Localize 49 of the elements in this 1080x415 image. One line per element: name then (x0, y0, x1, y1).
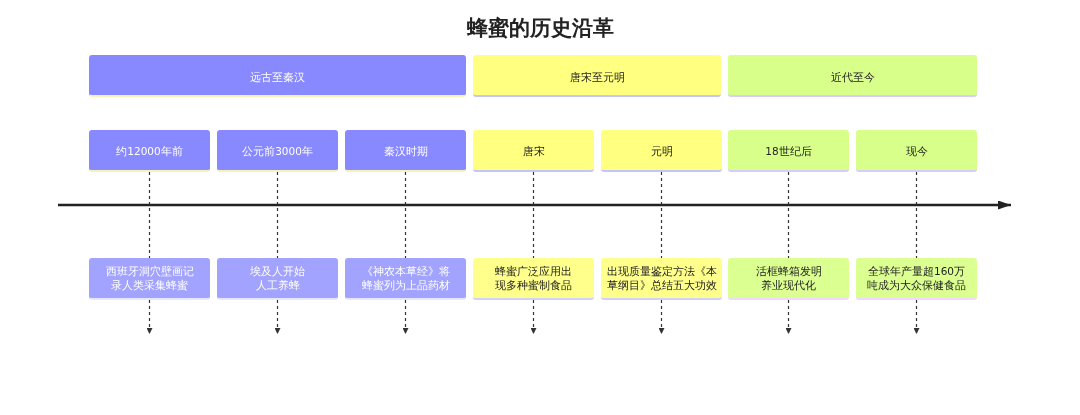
event-text: 《神农本草经》将蜂蜜列为上品药材 (360, 264, 451, 292)
event-text: 西班牙洞穴壁画记录人类采集蜂蜜 (104, 264, 195, 292)
period-box (217, 130, 338, 172)
era-band (473, 55, 721, 97)
event-box (728, 258, 849, 300)
period-title: 公元前3000年 (242, 144, 313, 158)
era-title: 唐宋至元明 (569, 70, 625, 84)
period-box (601, 130, 722, 172)
dashed-connector (404, 171, 407, 259)
period-box (89, 130, 210, 172)
dashed-arrow (658, 299, 665, 335)
dashed-arrow (785, 299, 792, 335)
era-band (728, 55, 977, 97)
dashed-arrow (274, 299, 281, 335)
period-box (473, 130, 594, 172)
period-title: 现今 (905, 144, 928, 158)
event-box (856, 258, 977, 300)
era-title: 近代至今 (830, 70, 875, 84)
era-band (89, 55, 466, 97)
period-box (856, 130, 977, 172)
dashed-connector (787, 171, 790, 259)
diagram-title: 蜂蜜的历史沿革 (466, 15, 614, 41)
event-text: 全球年产量超160万吨成为大众保健食品 (866, 264, 967, 292)
event-text: 埃及人开始人工养蜂 (249, 264, 306, 292)
period-title: 秦汉时期 (383, 144, 428, 158)
event-box (345, 258, 466, 300)
dashed-arrow (913, 299, 920, 335)
dashed-connector (276, 171, 279, 259)
period-box (345, 130, 466, 172)
period-box (728, 130, 849, 172)
dashed-connector (915, 171, 918, 259)
dashed-arrow (146, 299, 153, 335)
dashed-connector (660, 171, 663, 259)
period-title: 元明 (650, 144, 673, 158)
dashed-arrow (402, 299, 409, 335)
period-title: 18世纪后 (765, 144, 812, 158)
period-title: 约12000年前 (116, 144, 183, 158)
event-text: 蜂蜜广泛应用出现多种蜜制食品 (494, 264, 573, 292)
event-box (217, 258, 338, 300)
event-text: 出现质量鉴定方法《本草纲目》总结五大功效 (605, 264, 718, 292)
event-box (601, 258, 722, 300)
dashed-connector (532, 171, 535, 259)
event-box (89, 258, 210, 300)
event-text: 活框蜂箱发明养业现代化 (754, 264, 823, 292)
period-title: 唐宋 (522, 144, 545, 158)
era-title: 远古至秦汉 (250, 70, 305, 84)
dashed-connector (148, 171, 151, 259)
event-box (473, 258, 594, 300)
dashed-arrow (530, 299, 537, 335)
